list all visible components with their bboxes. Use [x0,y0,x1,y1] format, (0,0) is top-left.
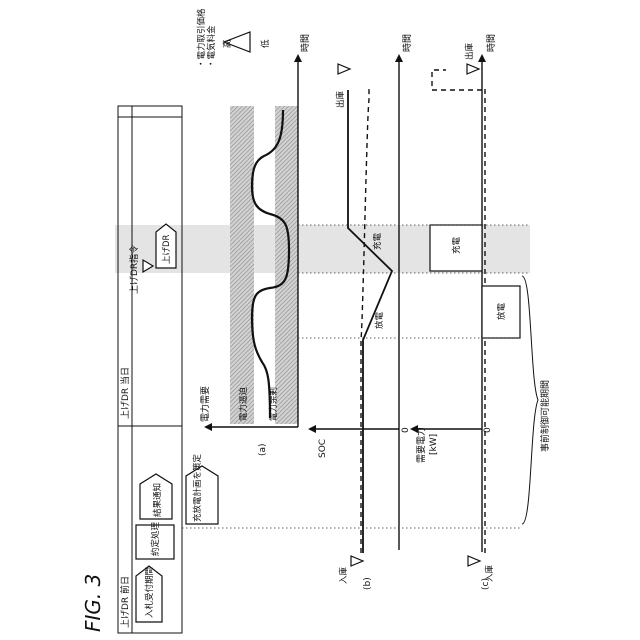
arrive-marker-b [351,556,363,566]
label-panel-c-discharge: 放電 [496,302,507,320]
panel-c-time-arrowhead [478,54,486,62]
label-control-period: 事前制御可能期間 [539,380,551,452]
label-panel-b: (b) [363,577,373,590]
shortage-hatch-band [230,106,254,424]
label-contract: 約定処理 [150,521,161,556]
label-day-before: 上げDR 前日 [119,576,131,628]
demand-dashed-charge [432,70,482,90]
label-shortage: 電力逼迫 [238,386,249,421]
label-plan: 充放電計画を策定 [192,453,203,522]
label-panel-b-time: 時間 [402,34,413,52]
figure-label: FIG. 3 [81,574,105,632]
label-panel-a: (a) [258,443,268,456]
label-soc: SOC [318,439,328,458]
label-panel-c-zero: 0 [483,427,493,433]
label-legend-line2: ・電気料金 [206,25,217,68]
label-day-of: 上げDR 当日 [119,367,131,419]
panel-a-demand-arrowhead [204,423,212,431]
label-surplus: 電力余剰 [268,387,279,421]
label-panel-b-discharge: 放電 [374,311,385,329]
label-legend-high: 高 [222,39,233,48]
panel-a-time-arrowhead [294,54,302,62]
label-bid-window: 入札受付期間 [144,567,155,618]
label-panel-b-arrive: 入庫 [338,566,349,584]
label-dr-command: 上げDR指令 [128,245,140,294]
label-panel-a-time: 時間 [300,34,311,52]
label-panel-b-charge: 充電 [372,232,383,250]
depart-marker-c [467,64,479,74]
label-panel-c-unit: [kW] [429,434,439,455]
label-panel-c-depart: 出庫 [464,42,475,60]
label-panel-c-charge: 充電 [451,236,462,254]
label-panel-c: (c) [481,578,491,590]
depart-marker-b [338,64,350,74]
label-panel-a-demand: 電力需要 [199,386,211,422]
arrive-marker-c [468,556,480,566]
label-legend-line1: ・電力取引価格 [196,8,207,68]
label-result-notice: 結果通知 [152,483,163,517]
label-panel-c-time: 時間 [486,34,497,52]
control-period-brace [522,276,538,524]
panel-b-soc-arrowhead [308,425,316,433]
label-panel-b-depart: 出庫 [335,90,346,108]
label-legend-low: 低 [260,39,271,48]
panel-b-time-arrowhead [395,54,403,62]
label-panel-c-power: 需要電力 [415,427,427,463]
label-panel-b-zero: 0 [401,427,411,433]
surplus-hatch-band [275,106,298,424]
soc-solid-actual [348,90,392,553]
label-dr-flag: 上げDR [162,234,172,264]
